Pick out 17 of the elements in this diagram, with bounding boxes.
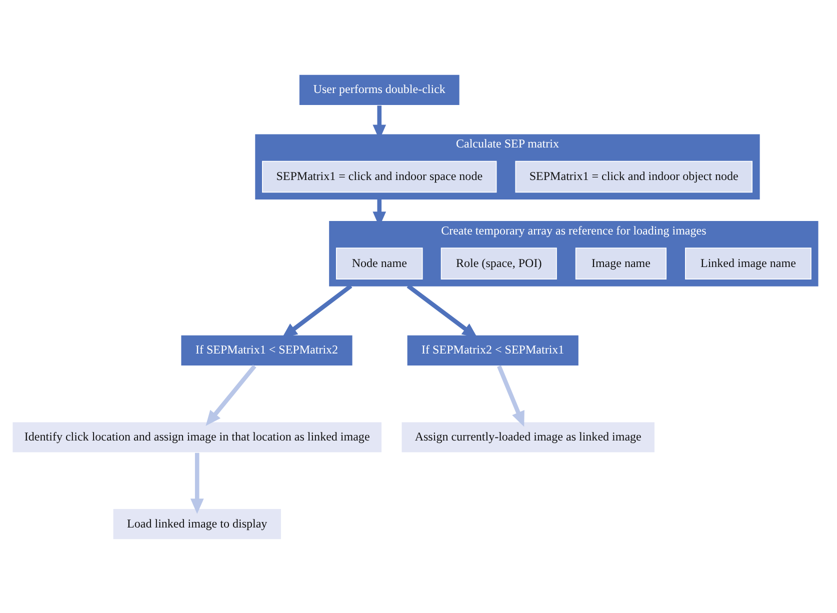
node-box: If SEPMatrix1 < SEPMatrix2 xyxy=(180,334,354,366)
node-box: Linked image name xyxy=(685,247,812,279)
arrow xyxy=(406,284,478,338)
node-box: Image name xyxy=(575,247,667,279)
node-box: SEPMatrix1 = click and indoor space node xyxy=(262,160,497,192)
arrow xyxy=(282,284,352,338)
node-box: Node name xyxy=(336,247,423,279)
arrow xyxy=(190,452,204,514)
node-box: Assign currently-loaded image as linked image xyxy=(400,420,656,453)
node-box: User performs double-click xyxy=(298,74,460,106)
node-box: SEPMatrix1 = click and indoor object node xyxy=(515,160,752,192)
node-box: If SEPMatrix2 < SEPMatrix1 xyxy=(406,334,580,366)
arrow xyxy=(497,364,524,426)
node-box: Role (space, POI) xyxy=(440,247,557,279)
node-box: Identify click location and assign image in that location as linked image xyxy=(12,420,382,453)
arrow xyxy=(206,364,256,426)
node-box: Load linked image to display xyxy=(112,508,282,540)
